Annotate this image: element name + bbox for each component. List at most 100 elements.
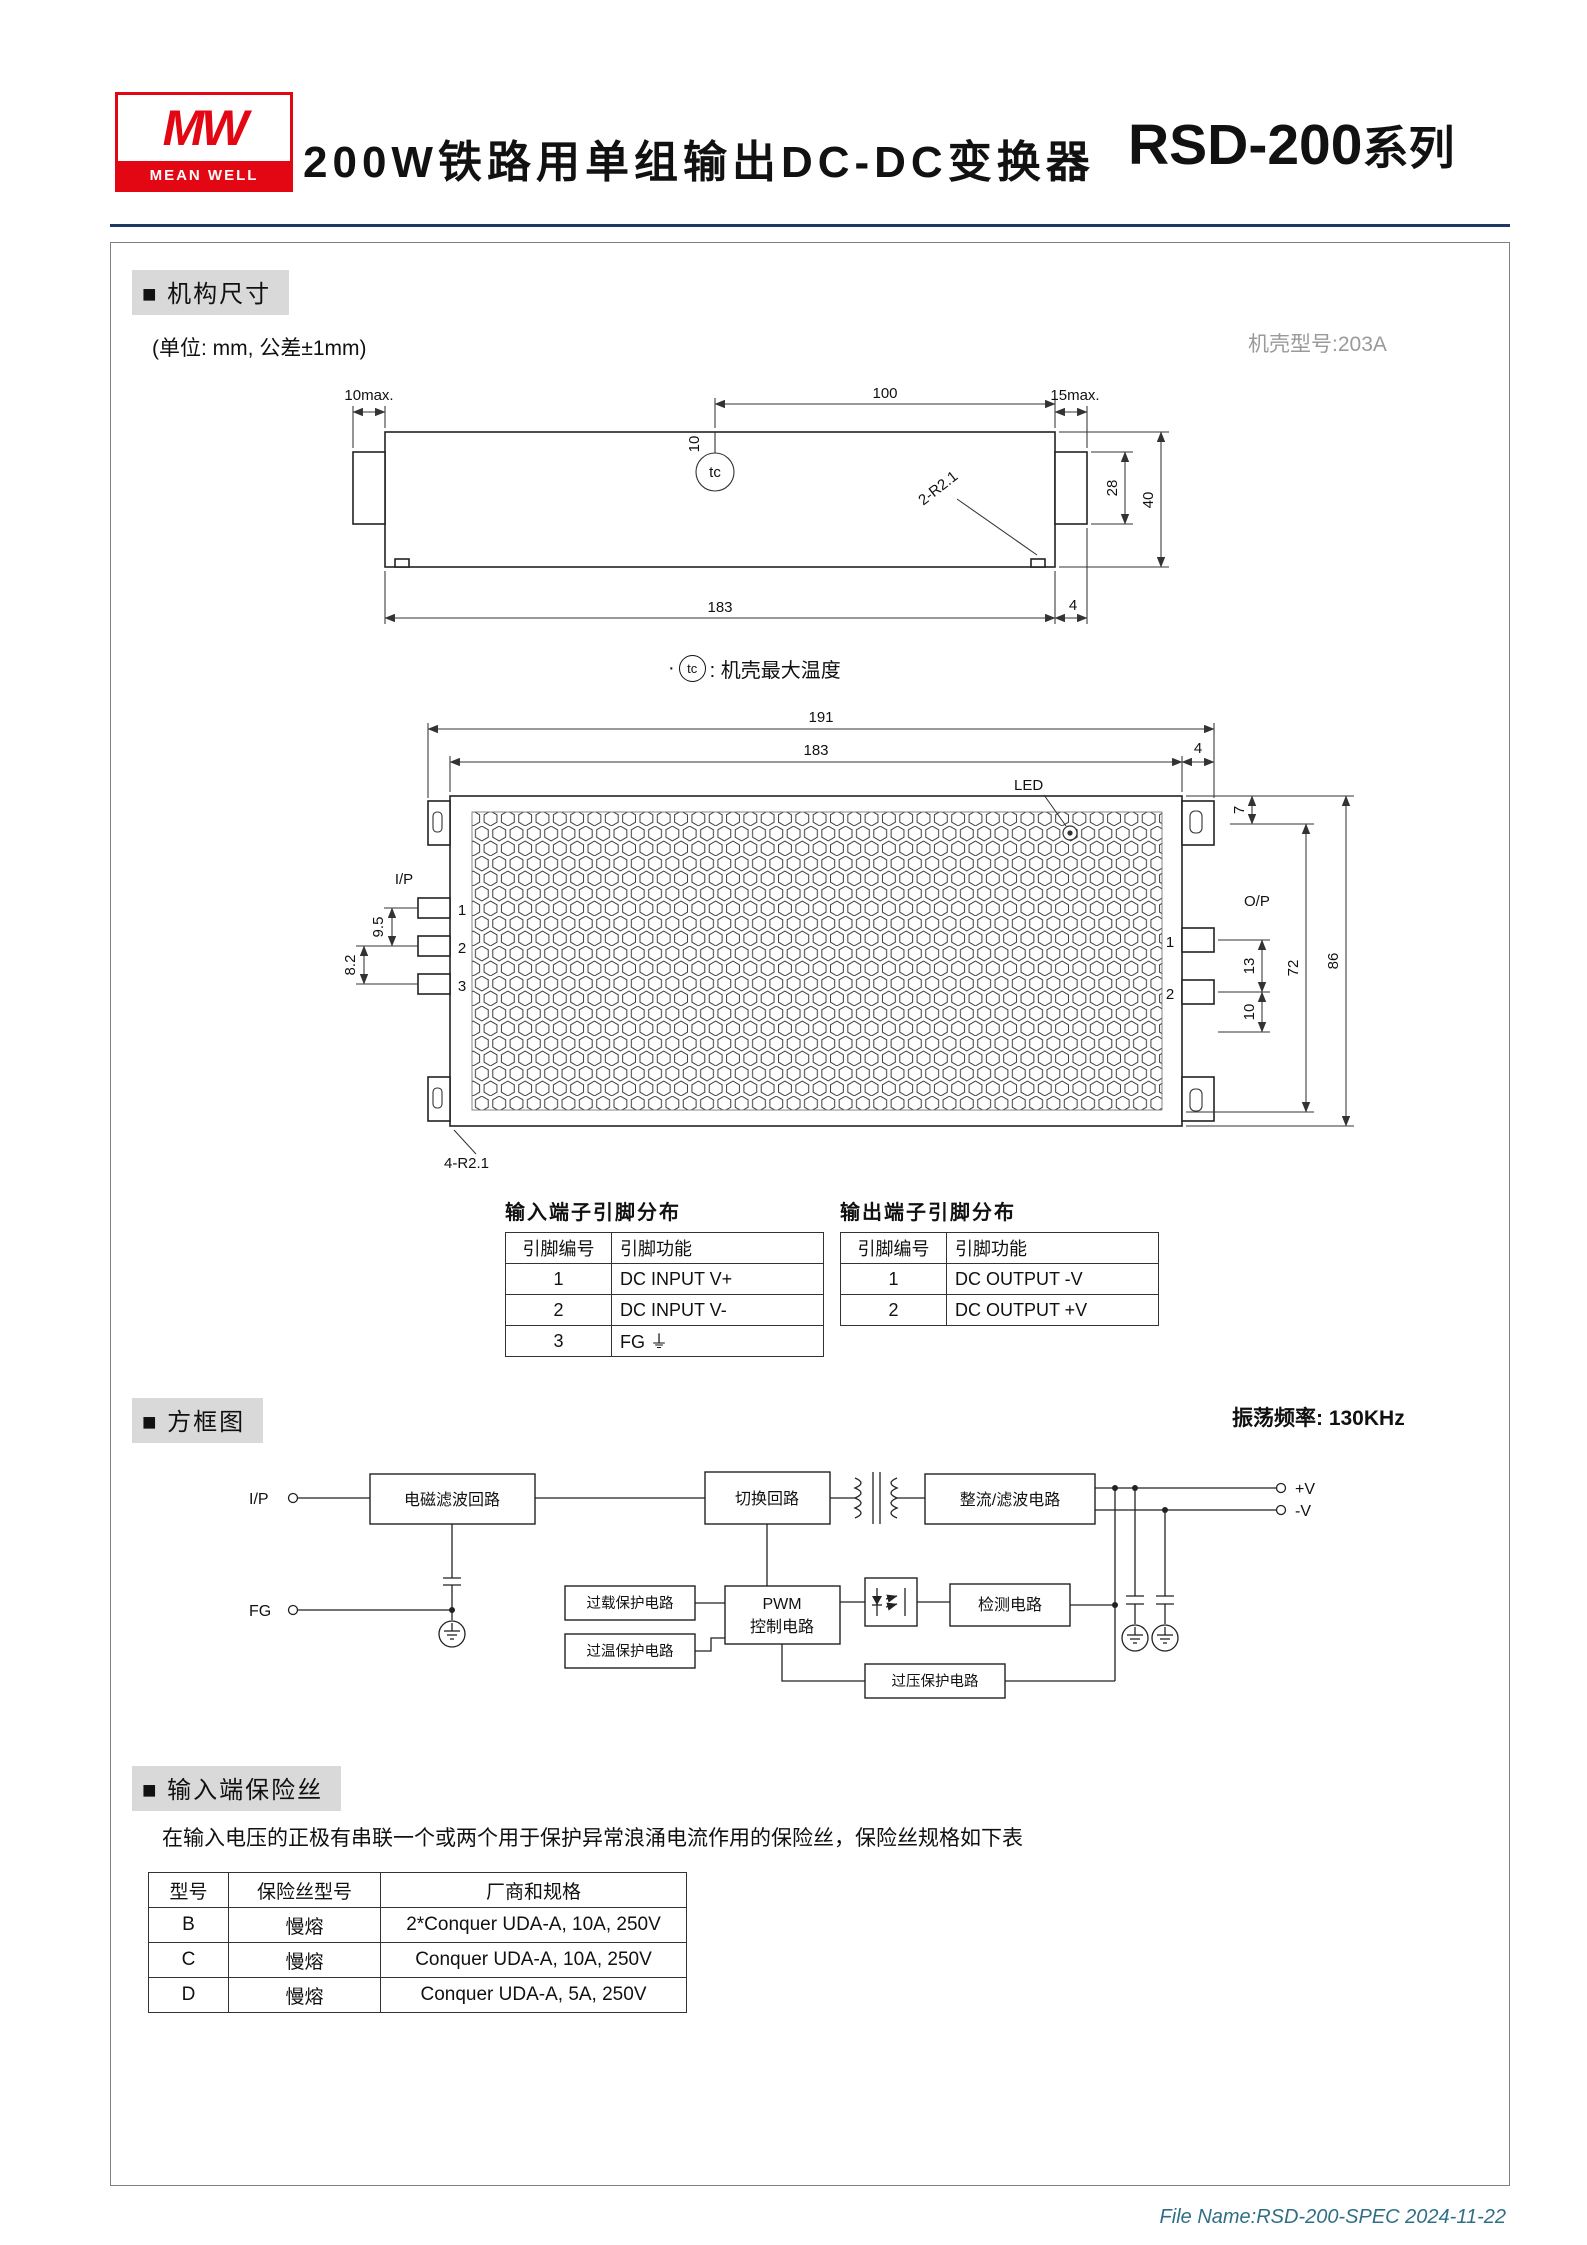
case-top-profile — [417, 795, 1215, 1127]
logo-wordmark: MEAN WELL — [118, 161, 290, 189]
table-header-row: 引脚编号 引脚功能 — [840, 1232, 1159, 1264]
input-pin-table-block: 输入端子引脚分布 引脚编号 引脚功能 1 DC INPUT V+ 2 DC IN… — [505, 1196, 824, 1357]
table-row: 2 DC INPUT V- — [505, 1294, 824, 1326]
pin1-label: 1 — [458, 902, 466, 919]
series-suffix: 系列 — [1362, 122, 1455, 174]
unit-note: (单位: mm, 公差±1mm) — [152, 337, 367, 360]
table-header-row: 型号 保险丝型号 厂商和规格 — [148, 1872, 687, 1908]
cell-pin-fn: DC OUTPUT -V — [946, 1263, 1159, 1295]
section-title-input-fuse: ■ 输入端保险丝 — [132, 1766, 342, 1811]
pin3-label: 3 — [458, 978, 466, 995]
dim-86: 86 — [1325, 953, 1342, 970]
emi-filter-block: 电磁滤波回路 — [404, 1491, 500, 1509]
pwm-label-line2: 控制电路 — [750, 1618, 814, 1636]
dim-10-top: 10 — [1241, 1004, 1258, 1021]
table-row: 1 DC INPUT V+ — [505, 1263, 824, 1295]
cell-pin-fn: DC INPUT V+ — [611, 1263, 824, 1295]
out-pin1-label: 1 — [1166, 934, 1174, 951]
transformer-symbol — [853, 1472, 899, 1524]
tc-note-bullet: · — [668, 657, 675, 679]
cell-spec: Conquer UDA-A, 10A, 250V — [380, 1942, 687, 1978]
optocoupler-symbol — [872, 1588, 906, 1616]
led-label: LED — [1014, 777, 1043, 794]
detection-block: 检测电路 — [978, 1596, 1042, 1614]
block-diagram: I/P FG +V -V 电磁滤波回路 切换回路 整流/滤波电路 过载保护电路 … — [249, 1471, 1315, 1699]
series-title: RSD-200 系列 — [1128, 112, 1454, 178]
cell-pin-no: 1 — [505, 1263, 612, 1295]
output-side-label: O/P — [1244, 893, 1270, 910]
col-header-fuse-type: 保险丝型号 — [228, 1872, 381, 1908]
vminus-terminal-label: -V — [1295, 1503, 1311, 1520]
output-pin-table: 引脚编号 引脚功能 1 DC OUTPUT -V 2 DC OUTPUT +V — [840, 1232, 1159, 1326]
cell-fuse-type: 慢熔 — [228, 1907, 381, 1943]
meanwell-logo: MW MEAN WELL — [115, 92, 293, 192]
cell-model: B — [148, 1907, 229, 1943]
case-side-profile: tc — [352, 431, 1088, 568]
overload-protection-block: 过载保护电路 — [587, 1595, 674, 1612]
dim-72: 72 — [1285, 960, 1302, 977]
table-header-row: 引脚编号 引脚功能 — [505, 1232, 824, 1264]
fuse-table: 型号 保险丝型号 厂商和规格 B 慢熔 2*Conquer UDA-A, 10A… — [148, 1872, 687, 2013]
top-view-labels: I/P O/P 1 2 3 1 2 LED — [395, 777, 1270, 1003]
section-title-block-diagram: ■ 方框图 — [132, 1398, 264, 1443]
tc-note: · tc : 机壳最大温度 — [668, 654, 841, 683]
series-name: RSD-200 — [1128, 113, 1363, 177]
cell-spec: Conquer UDA-A, 5A, 250V — [380, 1977, 687, 2013]
cell-fuse-type: 慢熔 — [228, 1977, 381, 2013]
fg-terminal-label: FG — [249, 1603, 271, 1620]
dim-4: 4 — [1069, 597, 1077, 614]
oscillator-frequency-note: 振荡频率: 130KHz — [1232, 1407, 1405, 1430]
dim-40: 40 — [1140, 492, 1157, 509]
dim-13: 13 — [1241, 958, 1258, 975]
table-row: B 慢熔 2*Conquer UDA-A, 10A, 250V — [148, 1907, 687, 1943]
dim-191: 191 — [808, 709, 833, 726]
col-header-spec: 厂商和规格 — [380, 1872, 687, 1908]
header-rule — [110, 224, 1510, 227]
input-terminal-label: I/P — [249, 1491, 269, 1508]
dim-100: 100 — [872, 385, 897, 402]
perforated-vent-area — [471, 811, 1163, 1111]
logo-mw-glyph: MW — [162, 100, 249, 156]
input-pin-table-title: 输入端子引脚分布 — [505, 1202, 681, 1224]
table-row: 3 FG ⏚ — [505, 1325, 824, 1357]
block-boxes: 电磁滤波回路 切换回路 整流/滤波电路 过载保护电路 过温保护电路 PWM 控制… — [369, 1471, 1096, 1699]
overtemp-protection-block: 过温保护电路 — [587, 1643, 674, 1660]
table-row: 1 DC OUTPUT -V — [840, 1263, 1159, 1295]
input-side-label: I/P — [395, 871, 413, 888]
table-row: 2 DC OUTPUT +V — [840, 1294, 1159, 1326]
tc-point-label: tc — [709, 464, 721, 481]
overvoltage-protection-block: 过压保护电路 — [892, 1673, 979, 1690]
cell-model: D — [148, 1977, 229, 2013]
dim-10max: 10max. — [344, 387, 393, 404]
dim-10: 10 — [686, 436, 703, 453]
input-pin-table: 引脚编号 引脚功能 1 DC INPUT V+ 2 DC INPUT V- 3 … — [505, 1232, 824, 1357]
file-name-footer: File Name:RSD-200-SPEC 2024-11-22 — [1159, 2206, 1506, 2228]
cell-pin-fn: FG ⏚ — [611, 1325, 824, 1357]
tc-note-text: : 机壳最大温度 — [709, 660, 841, 682]
out-pin2-label: 2 — [1166, 986, 1174, 1003]
rectifier-filter-block: 整流/滤波电路 — [960, 1491, 1060, 1509]
col-header-pin-fn: 引脚功能 — [946, 1232, 1159, 1264]
section-title-mechanical: ■ 机构尺寸 — [132, 270, 290, 315]
cell-spec: 2*Conquer UDA-A, 10A, 250V — [380, 1907, 687, 1943]
vplus-terminal-label: +V — [1295, 1481, 1315, 1498]
col-header-pin-no: 引脚编号 — [505, 1232, 612, 1264]
dim-28: 28 — [1104, 480, 1121, 497]
dim-7: 7 — [1231, 806, 1248, 814]
switching-block: 切换回路 — [735, 1490, 799, 1508]
output-pin-table-title: 输出端子引脚分布 — [840, 1202, 1016, 1224]
cell-model: C — [148, 1942, 229, 1978]
cell-fuse-type: 慢熔 — [228, 1942, 381, 1978]
case-model-note: 机壳型号:203A — [1248, 333, 1387, 356]
content-frame — [110, 242, 1510, 2186]
block-wires — [298, 1485, 1276, 1682]
cell-pin-fn: DC INPUT V- — [611, 1294, 824, 1326]
terminals: I/P FG +V -V — [249, 1481, 1315, 1620]
dim-183-top: 183 — [803, 742, 828, 759]
cell-pin-no: 3 — [505, 1325, 612, 1357]
table-row: D 慢熔 Conquer UDA-A, 5A, 250V — [148, 1977, 687, 2013]
cell-pin-fn: DC OUTPUT +V — [946, 1294, 1159, 1326]
cell-pin-no: 2 — [505, 1294, 612, 1326]
dim-9-5: 9.5 — [370, 917, 387, 938]
